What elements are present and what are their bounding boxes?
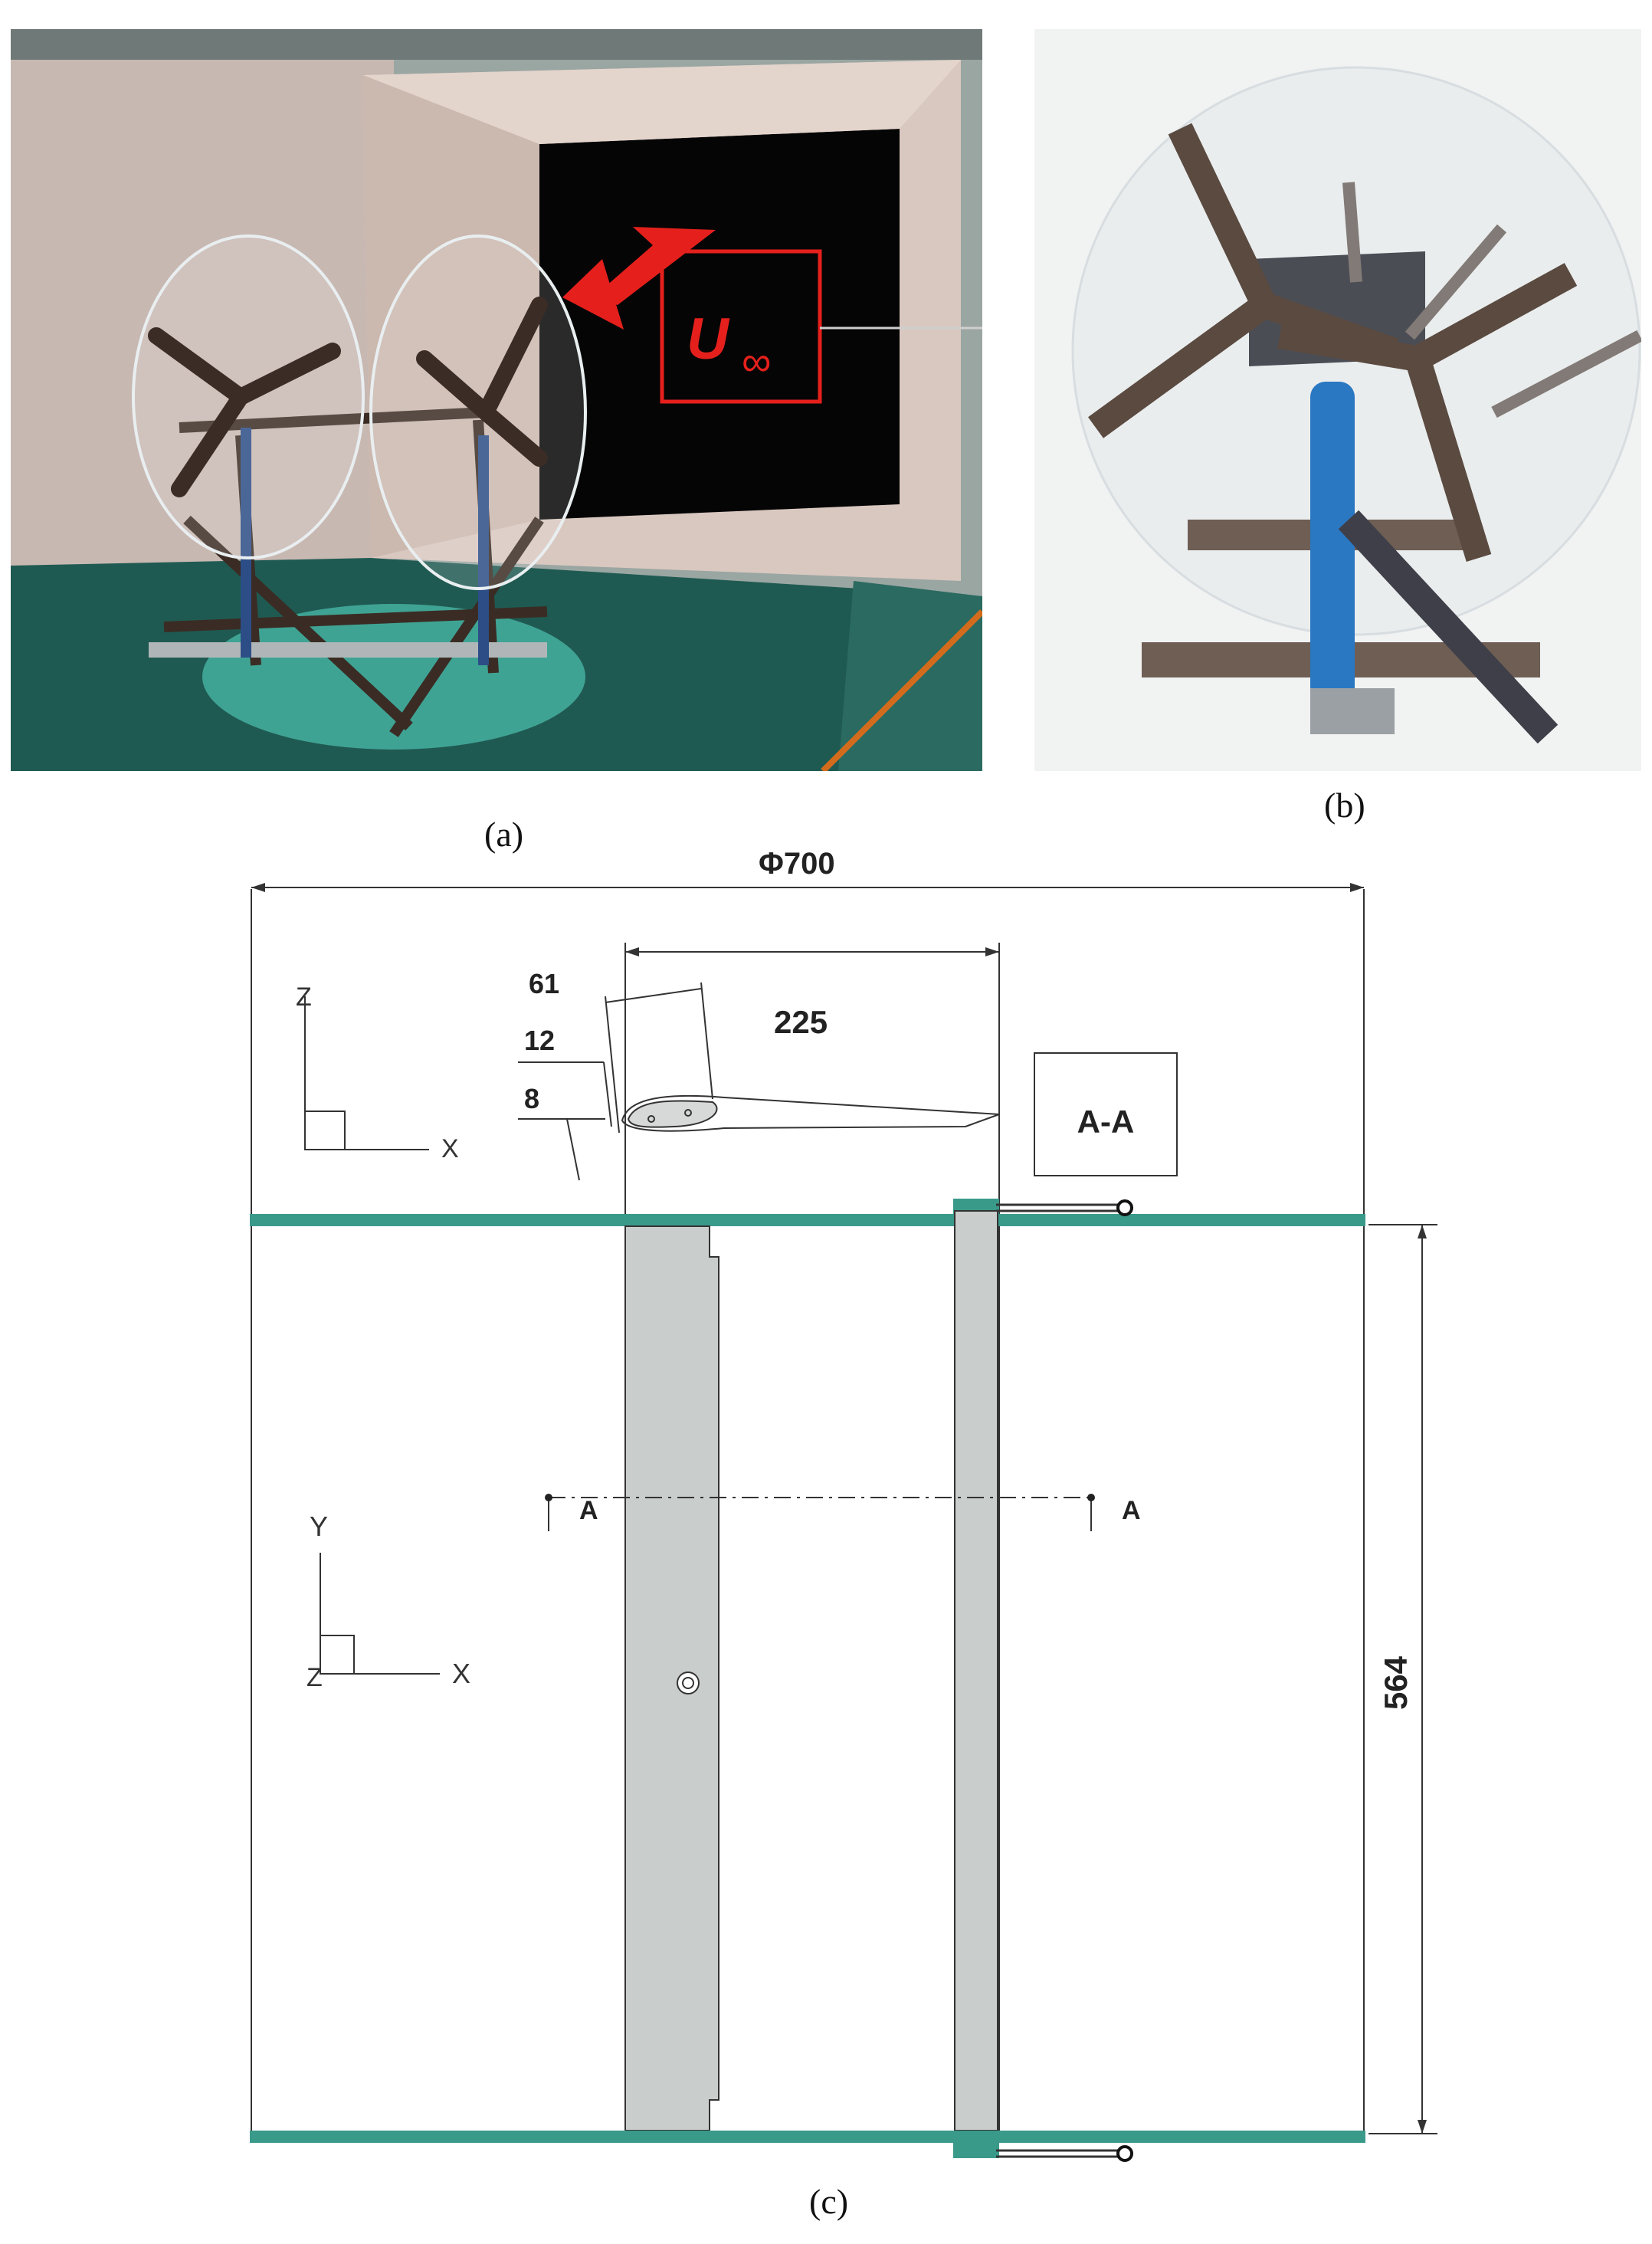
axes-top: Z X [296, 983, 459, 1163]
photo-wind-tunnel-illustration: U ∞ [11, 29, 985, 773]
section-label: A-A [1077, 1104, 1135, 1140]
section-marker-left: A [579, 1496, 598, 1525]
blade-left [624, 1225, 719, 2131]
caption-b: (b) [1324, 786, 1365, 825]
flow-label-inf: ∞ [742, 339, 772, 385]
caption-a: (a) [484, 815, 524, 854]
dim-8-label: 8 [524, 1083, 539, 1114]
axis-bottom-horizontal-label: X [452, 1658, 470, 1689]
drawing-svg: Φ700 225 61 12 8 A-A [250, 847, 1437, 2162]
axis-bottom-corner-label: Z [306, 1663, 323, 1692]
axes-bottom: Y X Z [306, 1511, 470, 1692]
caption-c: (c) [809, 2182, 849, 2221]
dim-diameter-label: Φ700 [759, 847, 835, 881]
section-label-box [1034, 1052, 1178, 1176]
photo-wind-tunnel: U ∞ [11, 29, 985, 773]
section-marker-right: A [1122, 1496, 1141, 1525]
flow-label-box [660, 249, 822, 404]
blade-right [954, 1210, 998, 2131]
airfoil-profile [621, 1094, 1000, 1132]
dim-chord-label: 225 [774, 1004, 828, 1040]
top-end-plate [250, 1214, 1365, 1226]
axis-top-vertical-label: Z [296, 983, 312, 1012]
flow-arrow [593, 227, 716, 305]
dim-61-label: 61 [529, 968, 559, 999]
photo-turbine [1034, 29, 1643, 771]
dim-height-label: 564 [1378, 1655, 1414, 1710]
dim-12-label: 12 [524, 1025, 555, 1056]
flow-label-u: U [687, 307, 730, 372]
photo-turbine-illustration [1034, 29, 1643, 771]
bottom-end-plate [250, 2131, 1365, 2143]
axis-top-horizontal-label: X [441, 1134, 459, 1163]
engineering-drawing: Φ700 225 61 12 8 A-A [230, 843, 1456, 2192]
axis-bottom-vertical-label: Y [310, 1511, 328, 1542]
